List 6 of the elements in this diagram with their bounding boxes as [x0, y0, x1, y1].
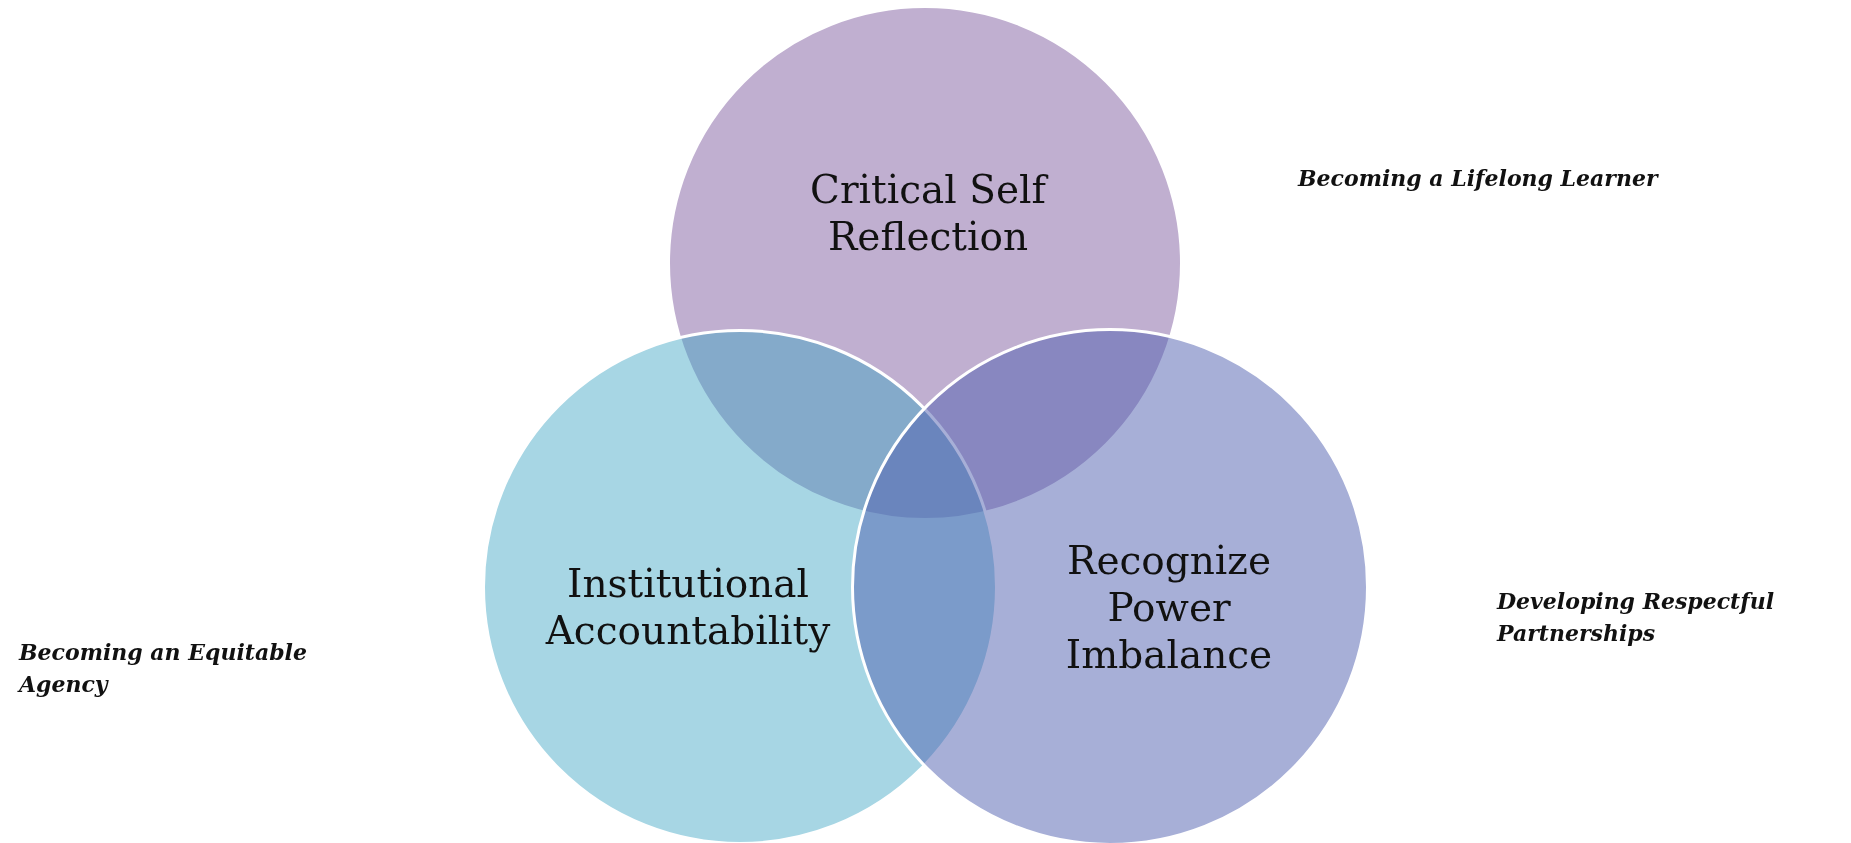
circle-label: Critical Self Reflection — [778, 167, 1078, 261]
circle-label: Institutional Accountability — [544, 561, 832, 655]
circle-label: Recognize Power Imbalance — [1064, 537, 1274, 679]
annotation-text: Becoming an Equitable Agency — [19, 638, 308, 699]
annotation-text: Becoming a Lifelong Learner — [1298, 164, 1660, 193]
annotation-text: Developing Respectful Partnerships — [1497, 587, 1776, 648]
